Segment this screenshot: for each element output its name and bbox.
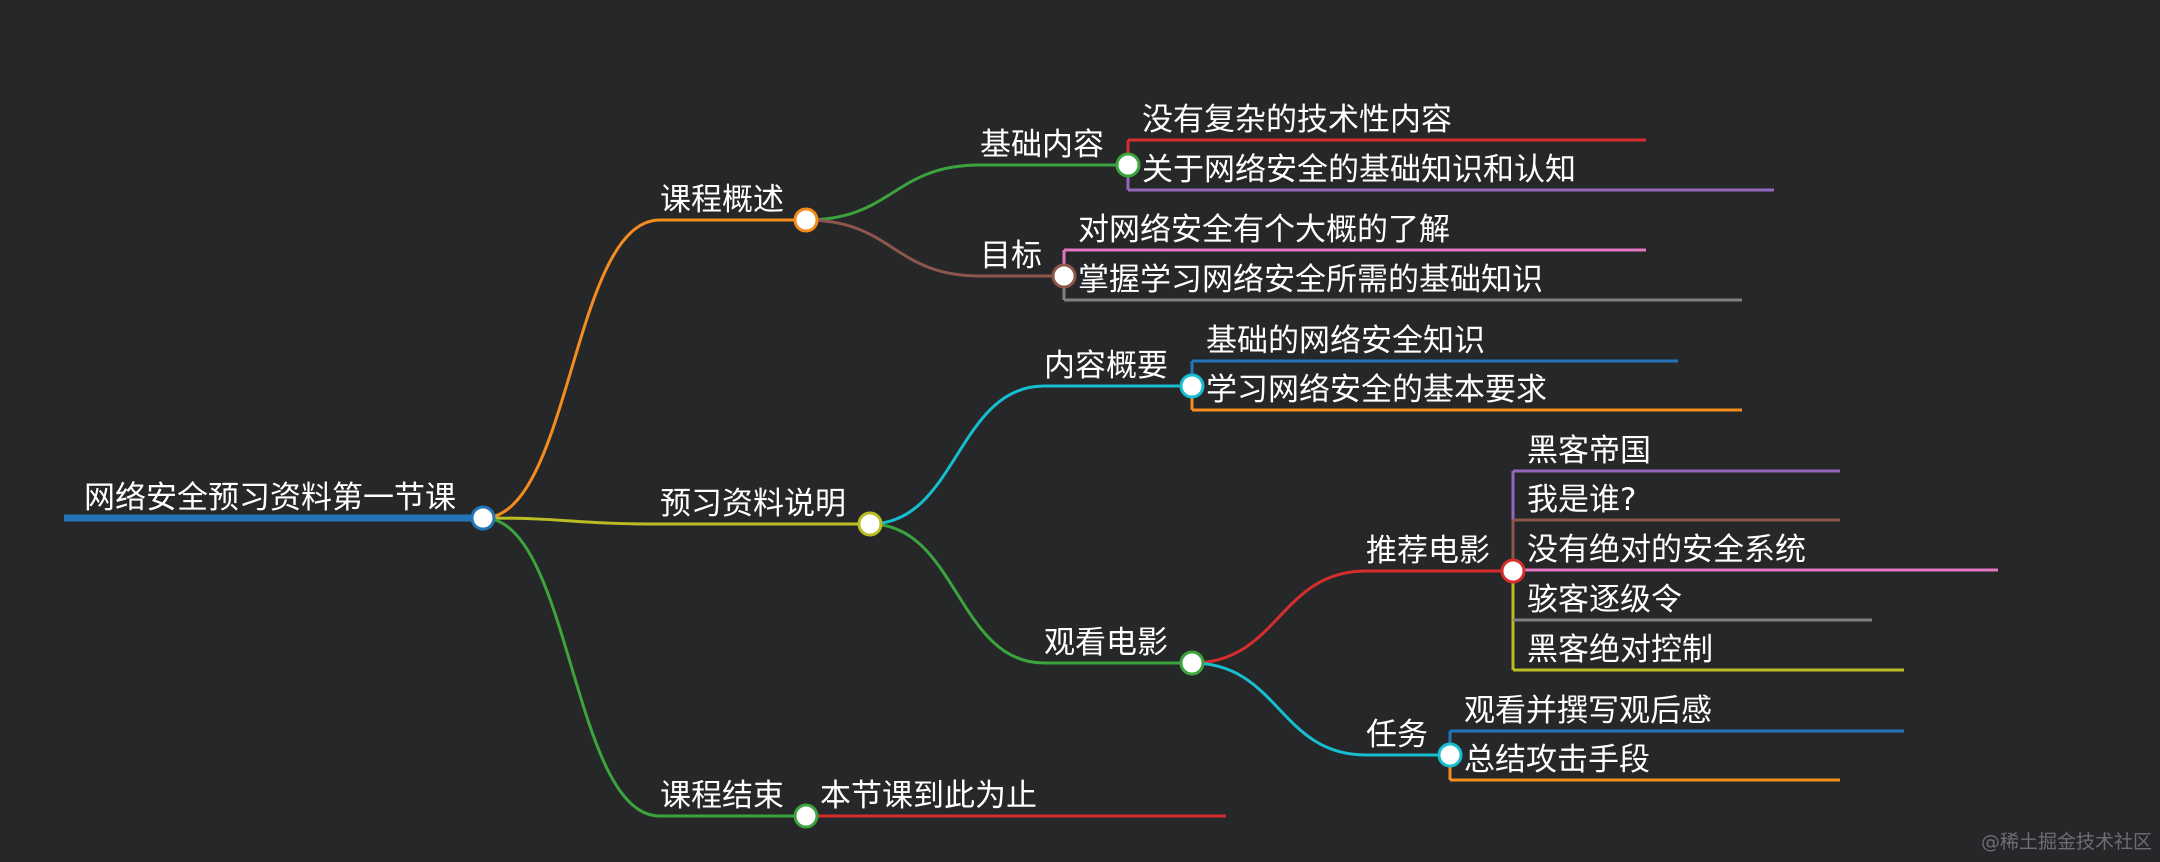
branch-link-r-1-0 bbox=[869, 384, 1045, 526]
mindmap-labels: 网络安全预习资料第一节课 课程概述 基础内容 没有复杂的技术性内容关于网络安全的基础知… bbox=[84, 102, 1806, 814]
leaf-topic-label-r-1-1-0-1[interactable]: 我是谁? bbox=[1527, 482, 1636, 518]
collapse-toggle-r-1[interactable] bbox=[857, 511, 883, 537]
collapse-toggle-r-0[interactable] bbox=[793, 207, 819, 233]
leaf-topic-label-r-1-1-0-2[interactable]: 没有绝对的安全系统 bbox=[1527, 532, 1806, 568]
branch-link-r-1 bbox=[482, 516, 661, 526]
collapse-toggle-r-0-1[interactable] bbox=[1051, 263, 1077, 289]
leaf-topic-label-r-0-1-0[interactable]: 对网络安全有个大概的了解 bbox=[1078, 212, 1450, 248]
leaf-topic-label-r-2-0[interactable]: 本节课到此为止 bbox=[820, 778, 1037, 814]
leaf-topic-label-r-1-1-0-3[interactable]: 骇客逐级令 bbox=[1527, 582, 1682, 618]
leaf-topic-label-r-1-1-1-0[interactable]: 观看并撰写观后感 bbox=[1464, 693, 1712, 729]
leaf-topic-label-r-1-0-1[interactable]: 学习网络安全的基本要求 bbox=[1206, 372, 1547, 408]
collapse-toggle-r[interactable] bbox=[470, 505, 496, 531]
branch-link-r-0-0 bbox=[805, 163, 981, 222]
leaf-topic-label-r-1-0-0[interactable]: 基础的网络安全知识 bbox=[1206, 323, 1485, 359]
branch-topic-label-r-0[interactable]: 课程概述 bbox=[660, 182, 784, 218]
branch-link-r-2 bbox=[482, 516, 661, 818]
branch-link-r-0 bbox=[482, 218, 661, 520]
branch-link-r-1-1-0 bbox=[1191, 569, 1367, 665]
leaf-topic-label-r-1-1-1-1[interactable]: 总结攻击手段 bbox=[1464, 742, 1650, 778]
branch-link-r-1-1 bbox=[869, 522, 1045, 665]
leaf-topic-label-r-1-1-0-4[interactable]: 黑客绝对控制 bbox=[1527, 632, 1713, 668]
mindmap-nodes bbox=[470, 152, 1526, 829]
branch-topic-label-r-1-0[interactable]: 内容概要 bbox=[1044, 348, 1168, 384]
branch-topic-label-r-1-1-1[interactable]: 任务 bbox=[1366, 717, 1428, 753]
leaf-topic-label-r-1-1-0-0[interactable]: 黑客帝国 bbox=[1527, 433, 1651, 469]
collapse-toggle-r-1-1[interactable] bbox=[1179, 650, 1205, 676]
branch-topic-label-r-1-1[interactable]: 观看电影 bbox=[1044, 625, 1168, 661]
leaf-topic-label-r-0-0-0[interactable]: 没有复杂的技术性内容 bbox=[1142, 102, 1452, 138]
collapse-toggle-r-1-1-0[interactable] bbox=[1500, 558, 1526, 584]
branch-link-r-1-1-1 bbox=[1191, 661, 1367, 757]
leaf-topic-label-r-0-1-1[interactable]: 掌握学习网络安全所需的基础知识 bbox=[1078, 262, 1543, 298]
watermark: @稀土掘金技术社区 bbox=[1981, 831, 2152, 853]
branch-topic-label-r-2[interactable]: 课程结束 bbox=[660, 778, 784, 814]
collapse-toggle-r-2[interactable] bbox=[793, 803, 819, 829]
collapse-toggle-r-0-0[interactable] bbox=[1115, 152, 1141, 178]
mindmap-underlines bbox=[64, 138, 1998, 818]
branch-topic-label-r-0-1[interactable]: 目标 bbox=[980, 238, 1042, 274]
branch-topic-label-r-1[interactable]: 预习资料说明 bbox=[660, 486, 846, 522]
collapse-toggle-r-1-0[interactable] bbox=[1179, 373, 1205, 399]
leaf-topic-label-r-0-0-1[interactable]: 关于网络安全的基础知识和认知 bbox=[1142, 152, 1576, 188]
branch-topic-label-r-1-1-0[interactable]: 推荐电影 bbox=[1366, 533, 1490, 569]
branch-link-r-0-1 bbox=[805, 218, 981, 278]
branch-topic-label-r-0-0[interactable]: 基础内容 bbox=[980, 127, 1104, 163]
collapse-toggle-r-1-1-1[interactable] bbox=[1437, 742, 1463, 768]
root-topic-label[interactable]: 网络安全预习资料第一节课 bbox=[84, 480, 456, 516]
